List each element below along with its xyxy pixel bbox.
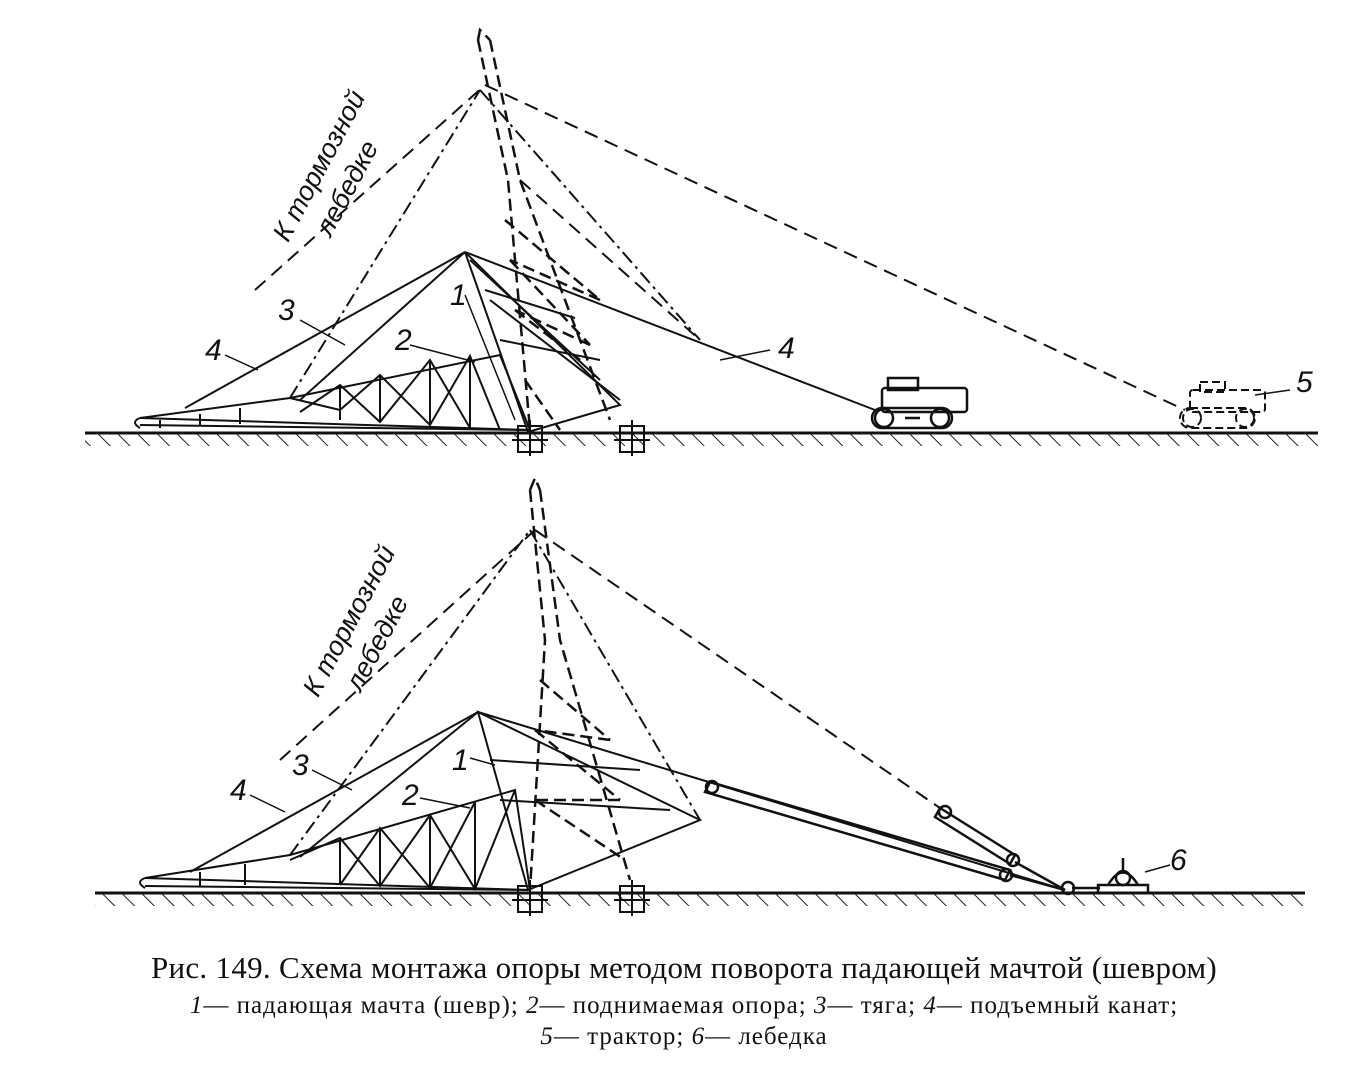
winch-label-top: К тормозной лебедке	[267, 85, 384, 246]
caption-legend: 1— падающая мачта (шевр); 2— поднимаемая…	[0, 990, 1368, 1052]
leader-lines-bottom	[249, 757, 1171, 873]
tractor-top	[870, 376, 969, 430]
legend-text-5: — трактор;	[553, 1023, 685, 1050]
mounting-diagram: К тормозной лебедке 1 2 3 4 4 5	[85, 27, 1318, 916]
ground-bottom	[95, 891, 1305, 906]
top-scheme	[85, 27, 1318, 456]
foundation-bottom-right	[614, 880, 650, 916]
brake-line-bottom	[279, 529, 941, 809]
ground-top	[85, 431, 1318, 446]
legend-num-2: 2	[526, 992, 540, 1019]
brake-line-top	[254, 84, 1186, 411]
raised-support-bottom	[139, 788, 532, 892]
legend-num-6: 6	[691, 1023, 706, 1050]
leader-lines-top	[224, 294, 1291, 421]
legend-text-4: — подъемный канат;	[936, 992, 1179, 1019]
callout-1-bottom: 1	[452, 744, 469, 777]
legend-line-1: 1— падающая мачта (шевр); 2— поднимаемая…	[0, 990, 1368, 1021]
legend-text-2: — поднимаемая опора;	[539, 992, 807, 1019]
falling-mast-top	[464, 251, 622, 434]
callout-2-top: 2	[394, 324, 412, 357]
legend-text-3: — тяга;	[827, 992, 917, 1019]
legend-text-1: — падающая мачта (шевр);	[203, 992, 519, 1019]
callout-5-top: 5	[1296, 366, 1313, 399]
winch-bottom	[1072, 858, 1150, 895]
tractor-end-top	[1179, 381, 1266, 429]
hoisting-rope-bottom	[189, 711, 1066, 891]
falling-mast-bottom	[476, 710, 703, 892]
callout-4-top-left: 4	[205, 334, 222, 367]
tower-bottom	[528, 474, 632, 891]
raised-support-top	[134, 353, 532, 432]
legend-line-2: 5— трактор; 6— лебедка	[0, 1021, 1368, 1052]
hoisting-rope-top	[184, 251, 876, 411]
pull-rod-top	[289, 89, 701, 399]
callout-4-bottom: 4	[230, 774, 247, 807]
callout-3-top: 3	[278, 294, 295, 327]
legend-num-4: 4	[923, 992, 937, 1019]
legend-num-5: 5	[540, 1023, 554, 1050]
pull-rod-bottom	[289, 529, 701, 856]
legend-text-6: — лебедка	[705, 1023, 828, 1050]
pulley-blocks-bottom	[703, 779, 1076, 896]
winch-label-bottom: К тормозной лебедке	[297, 540, 414, 701]
caption-title: Рис. 149. Схема монтажа опоры методом по…	[150, 950, 1218, 985]
foundation-top-right	[614, 420, 650, 456]
callout-4-top-right: 4	[778, 332, 795, 365]
callout-6-bottom: 6	[1170, 844, 1187, 877]
callout-1-top: 1	[450, 279, 467, 312]
bottom-scheme	[95, 474, 1305, 916]
legend-num-3: 3	[813, 992, 828, 1019]
callout-2-bottom: 2	[401, 779, 419, 812]
figure-caption: Рис. 149. Схема монтажа опоры методом по…	[0, 950, 1368, 1052]
legend-num-1: 1	[189, 992, 204, 1019]
callout-3-bottom: 3	[292, 749, 309, 782]
foundation-top-left	[512, 420, 548, 456]
